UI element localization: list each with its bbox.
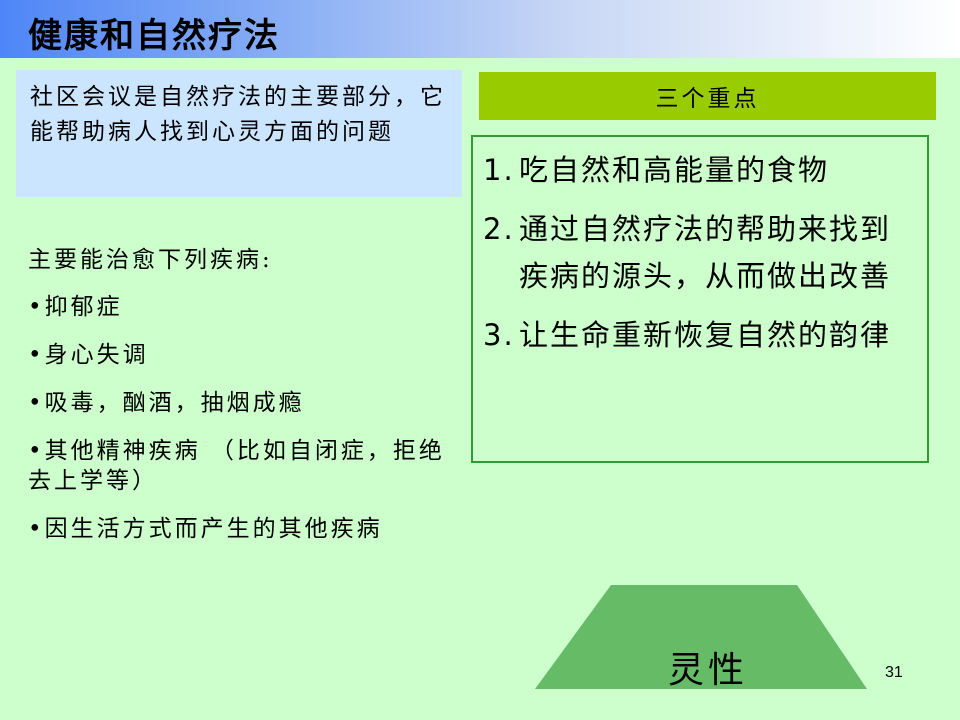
key-points-header: 三个重点 (479, 72, 936, 120)
spirituality-trapezoid (535, 585, 867, 689)
disease-item: •因生活方式而产生的其他疾病 (28, 516, 383, 542)
key-point-number: 3. (483, 318, 515, 352)
slide-title: 健康和自然疗法 (28, 16, 280, 56)
key-point-number: 2. (483, 212, 515, 246)
trapezoid-shape (535, 585, 867, 689)
intro-box: 社区会议是自然疗法的主要部分，它能帮助病人找到心灵方面的问题 (16, 70, 462, 197)
key-point: 2. 通过自然疗法的帮助来找到疾病的源头，从而做出改善 (483, 206, 927, 300)
key-points-header-label: 三个重点 (655, 86, 760, 112)
key-point-text: 让生命重新恢复自然的韵律 (519, 318, 892, 352)
disease-list-heading: 主要能治愈下列疾病: (28, 247, 273, 273)
disease-item: •吸毒，酗酒，抽烟成瘾 (28, 390, 305, 416)
trapezoid-label: 灵性 (668, 650, 749, 691)
title-bar: 健康和自然疗法 (0, 0, 960, 58)
page-number: 31 (885, 664, 903, 681)
disease-item: •身心失调 (28, 342, 149, 368)
key-point: 3. 让生命重新恢复自然的韵律 (483, 312, 927, 359)
disease-list: 主要能治愈下列疾病: •抑郁症 •身心失调 •吸毒，酗酒，抽烟成瘾 •其他精神疾… (28, 244, 458, 544)
disease-item: •其他精神疾病 （比如自闭症，拒绝去上学等） (28, 438, 445, 494)
key-point: 1. 吃自然和高能量的食物 (483, 147, 927, 194)
disease-item: •抑郁症 (28, 294, 123, 320)
key-point-text: 通过自然疗法的帮助来找到疾病的源头，从而做出改善 (519, 212, 892, 293)
key-points-box: 1. 吃自然和高能量的食物 2. 通过自然疗法的帮助来找到疾病的源头，从而做出改… (471, 135, 929, 463)
key-point-number: 1. (483, 153, 515, 187)
key-point-text: 吃自然和高能量的食物 (519, 153, 830, 187)
